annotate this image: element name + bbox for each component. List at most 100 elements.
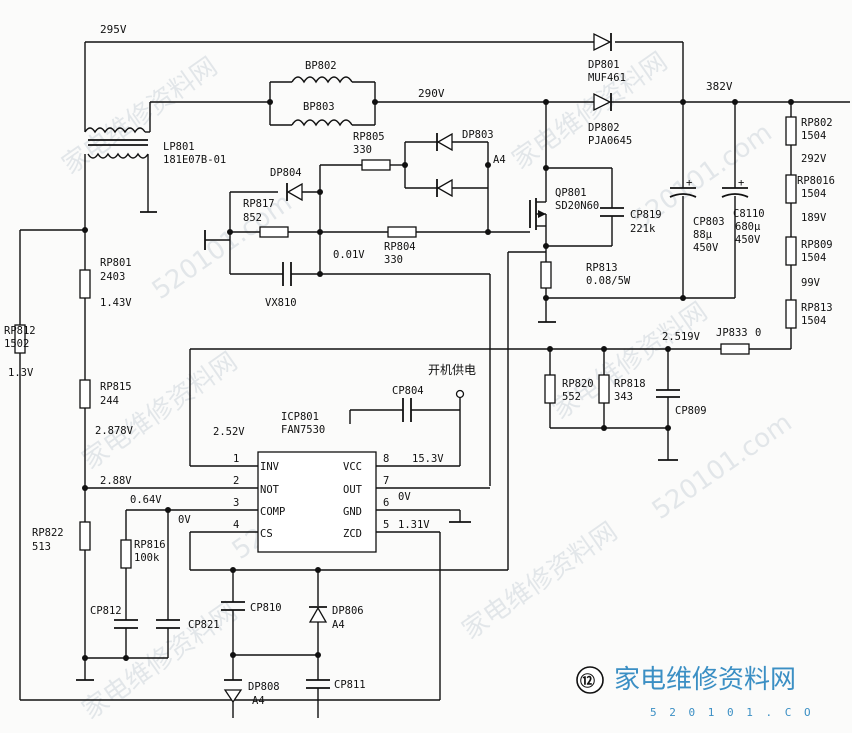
- svg-text:PJA0645: PJA0645: [588, 135, 632, 147]
- svg-text:0.64V: 0.64V: [130, 494, 162, 506]
- zcd-network: CP810 DP808 A4 DP806 A4 CP811: [221, 570, 366, 718]
- svg-text:RP805: RP805: [353, 131, 385, 143]
- svg-text:CP810: CP810: [250, 602, 282, 614]
- svg-text:382V: 382V: [706, 80, 733, 93]
- watermark-text: 520101.com: [647, 408, 798, 526]
- svg-text:CP804: CP804: [392, 385, 424, 397]
- svg-text:8: 8: [383, 453, 389, 465]
- svg-text:DP801: DP801: [588, 59, 620, 71]
- svg-text:A4: A4: [493, 154, 506, 166]
- svg-text:RP822: RP822: [32, 527, 64, 539]
- svg-text:2: 2: [233, 475, 239, 487]
- svg-text:450V: 450V: [735, 234, 761, 246]
- svg-text:CP821: CP821: [188, 619, 220, 631]
- svg-text:450V: 450V: [693, 242, 719, 254]
- svg-text:0.08/5W: 0.08/5W: [586, 275, 631, 287]
- svg-text:A4: A4: [252, 695, 265, 707]
- svg-text:RP8016: RP8016: [797, 175, 835, 187]
- svg-text:0: 0: [755, 327, 761, 339]
- svg-text:2.878V: 2.878V: [95, 425, 134, 437]
- svg-text:5: 5: [383, 519, 389, 531]
- svg-text:6: 6: [383, 497, 389, 509]
- svg-text:FAN7530: FAN7530: [281, 424, 325, 436]
- svg-text:+: +: [738, 177, 744, 189]
- svg-text:0V: 0V: [178, 514, 191, 526]
- svg-text:DP806: DP806: [332, 605, 364, 617]
- svg-text:RP801: RP801: [100, 257, 132, 269]
- svg-text:VX810: VX810: [265, 297, 297, 309]
- svg-text:DP808: DP808: [248, 681, 280, 693]
- svg-text:GND: GND: [343, 506, 362, 518]
- svg-text:181E07B-01: 181E07B-01: [163, 154, 226, 166]
- power-supply-label: 开机供电: [428, 363, 476, 377]
- svg-text:JP833: JP833: [716, 327, 748, 339]
- svg-text:513: 513: [32, 541, 51, 553]
- svg-text:CP819: CP819: [630, 209, 662, 221]
- svg-text:RP813: RP813: [586, 262, 618, 274]
- svg-text:1.43V: 1.43V: [100, 297, 132, 309]
- svg-text:552: 552: [562, 391, 581, 403]
- svg-text:COMP: COMP: [260, 506, 285, 518]
- footer-branding: ⑫ 家电维修资料网 5 2 0 1 0 1 . C O: [576, 665, 814, 719]
- svg-text:RP818: RP818: [614, 378, 646, 390]
- svg-text:MUF461: MUF461: [588, 72, 626, 84]
- svg-text:330: 330: [353, 144, 372, 156]
- svg-text:1504: 1504: [801, 130, 826, 142]
- svg-text:CS: CS: [260, 528, 273, 540]
- svg-text:RP802: RP802: [801, 117, 833, 129]
- site-footer: 5 2 0 1 0 1 . C O: [650, 706, 814, 719]
- svg-text:RP812: RP812: [4, 325, 36, 337]
- watermark-text: 520101.com: [147, 188, 298, 306]
- svg-text:RP809: RP809: [801, 239, 833, 251]
- ic-fan7530: INV NOT COMP CS VCC OUT GND ZCD 1 2 3 4 …: [85, 349, 508, 573]
- compensation-network: RP816 100k CP812 CP821: [85, 507, 220, 661]
- svg-text:RP817: RP817: [243, 198, 275, 210]
- svg-text:RP804: RP804: [384, 241, 416, 253]
- svg-text:343: 343: [614, 391, 633, 403]
- svg-text:3: 3: [233, 497, 239, 509]
- svg-text:2.519V: 2.519V: [662, 331, 701, 343]
- svg-text:1504: 1504: [801, 252, 826, 264]
- svg-text:ICP801: ICP801: [281, 411, 319, 423]
- svg-text:RP816: RP816: [134, 539, 166, 551]
- svg-text:CP811: CP811: [334, 679, 366, 691]
- svg-text:NOT: NOT: [260, 484, 280, 496]
- svg-text:DP802: DP802: [588, 122, 620, 134]
- svg-text:INV: INV: [260, 461, 280, 473]
- figure-number: ⑫: [580, 672, 595, 690]
- svg-text:C8110: C8110: [733, 208, 765, 220]
- svg-text:1502: 1502: [4, 338, 29, 350]
- svg-text:CP812: CP812: [90, 605, 122, 617]
- svg-text:1.3V: 1.3V: [8, 367, 34, 379]
- svg-text:BP803: BP803: [303, 101, 335, 113]
- svg-text:7: 7: [383, 475, 389, 487]
- svg-text:RP820: RP820: [562, 378, 594, 390]
- svg-text:221k: 221k: [630, 223, 656, 235]
- svg-text:RP813: RP813: [801, 302, 833, 314]
- gate-drive: RP805 330 DP804 DP803 A4 RP817 852 RP804…: [204, 129, 530, 486]
- svg-text:852: 852: [243, 212, 262, 224]
- svg-text:2.52V: 2.52V: [213, 426, 245, 438]
- top-rail: 295V: [84, 23, 684, 132]
- svg-text:DP804: DP804: [270, 167, 302, 179]
- watermark-text: 家电维修资料网: [77, 347, 243, 476]
- svg-text:CP809: CP809: [675, 405, 707, 417]
- svg-text:88μ: 88μ: [693, 229, 713, 241]
- svg-text:0.01V: 0.01V: [333, 249, 365, 261]
- svg-text:+: +: [686, 177, 692, 189]
- svg-text:SD20N60: SD20N60: [555, 200, 599, 212]
- diode-dp801: DP801 MUF461: [588, 32, 626, 84]
- svg-text:1504: 1504: [801, 315, 826, 327]
- inductors-bp802-bp803: BP802 BP803: [150, 60, 378, 127]
- svg-text:330: 330: [384, 254, 403, 266]
- feedback-divider: RP802 1504 292V RP8016 1504 189V RP809 1…: [190, 102, 835, 461]
- bulk-caps: + CP803 88μ 450V + C8110 680μ 450V: [546, 102, 765, 301]
- voltage-label: 295V: [100, 23, 127, 36]
- svg-text:2.88V: 2.88V: [100, 475, 132, 487]
- svg-text:189V: 189V: [801, 212, 827, 224]
- svg-text:OUT: OUT: [343, 484, 363, 496]
- svg-text:4: 4: [233, 519, 239, 531]
- watermark-text: 家电维修资料网: [457, 517, 623, 646]
- svg-text:QP801: QP801: [555, 187, 587, 199]
